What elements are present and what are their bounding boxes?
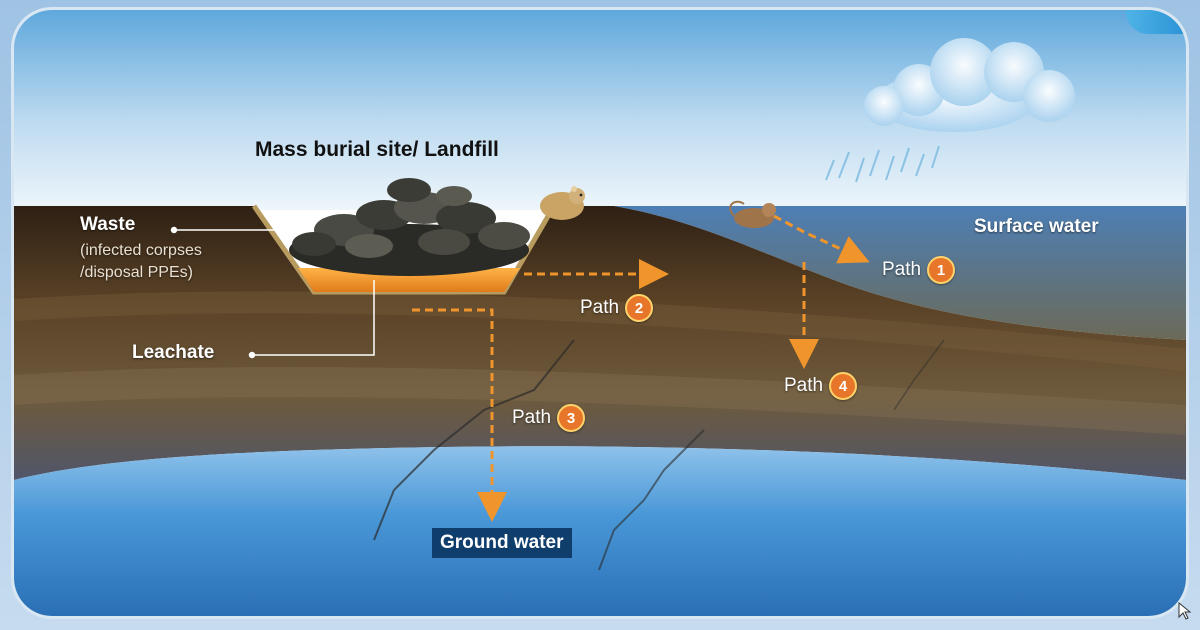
waste-label: Waste <box>80 214 135 236</box>
path-2-text: Path <box>580 297 619 319</box>
waste-sublabel: (infected corpses /disposal PPEs) <box>80 240 202 284</box>
diagram-frame: Mass burial site/ Landfill Waste (infect… <box>14 10 1186 616</box>
path-4-label: Path 4 <box>784 372 857 400</box>
corner-tab <box>1126 10 1186 34</box>
diagram-title: Mass burial site/ Landfill <box>255 138 499 162</box>
ground-water-layer <box>14 446 1186 616</box>
path-1-badge: 1 <box>927 256 955 284</box>
path-2-label: Path 2 <box>580 294 653 322</box>
path-3-text: Path <box>512 407 551 429</box>
path-3-label: Path 3 <box>512 404 585 432</box>
cursor-icon <box>1178 602 1192 620</box>
path-3-badge: 3 <box>557 404 585 432</box>
ground-water-label: Ground water <box>432 528 572 558</box>
leachate-label: Leachate <box>132 342 214 364</box>
path-4-badge: 4 <box>829 372 857 400</box>
path-4-text: Path <box>784 375 823 397</box>
path-2-badge: 2 <box>625 294 653 322</box>
path-1-label: Path 1 <box>882 256 955 284</box>
surface-water-label: Surface water <box>974 216 1099 238</box>
path-1-text: Path <box>882 259 921 281</box>
